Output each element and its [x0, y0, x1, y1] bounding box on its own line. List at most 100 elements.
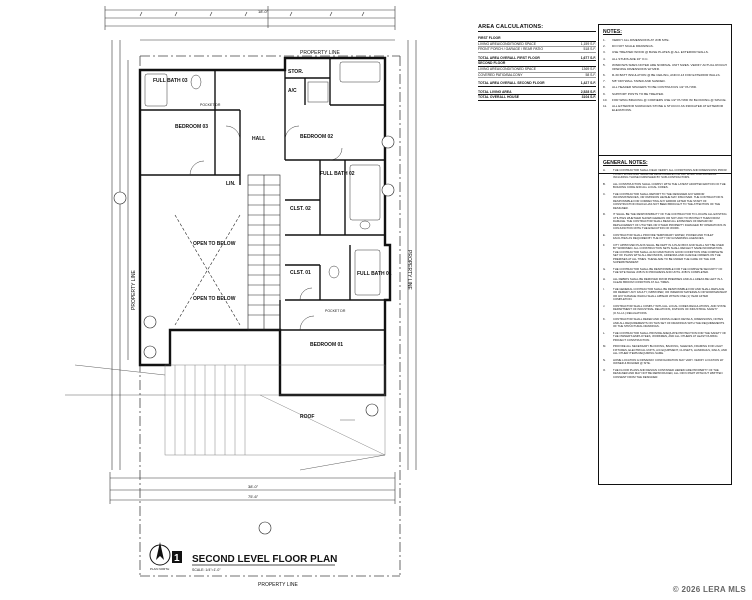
pocket-door-label-2: POCKET DR: [325, 309, 346, 313]
note-item: 6.R-30 BATT INSULATION @ BE CEILING, AND…: [603, 73, 727, 77]
area-row-value: 1,159 S.F.: [580, 41, 596, 46]
note-item: 11.ALL EXTERIOR SURFACES STONE & STUCCO …: [603, 104, 727, 112]
area-row: FIRST FLOOR: [478, 36, 596, 42]
area-row: LIVING AREA/CONDITIONED SPACE 1,159 S.F.: [478, 42, 596, 48]
room-label-open-to-below-1: OPEN TO BELOW: [193, 241, 236, 247]
area-row-label: LIVING AREA/CONDITIONED SPACE: [478, 66, 536, 71]
area-row-label: COVERED PATIO/BALCONY: [478, 72, 523, 77]
area-row: SECOND FLOOR: [478, 61, 596, 67]
note-text: THE CONTRACTOR SHALL BE RESPONSIBLE FOR …: [613, 266, 723, 274]
note-item: 7.5/8" DRYWALL TAPED AND SANDED.: [603, 79, 727, 83]
room-label-stor: STOR.: [288, 69, 304, 75]
note-item: B. ALL CONSTRUCTION SHALL COMPLY WITH THE…: [603, 181, 727, 190]
note-text: THE GENERAL CONTRACTOR SHALL BE RESPONSI…: [613, 286, 727, 301]
note-text: THE FLOOR PLANS AND DESIGN CONTAINED HER…: [613, 367, 723, 379]
note-text: SUPPORT POSTS TO BE TREATED.: [612, 91, 665, 96]
bottom-overall-dimension-2: 75'-6": [248, 494, 259, 499]
note-item: L.THE CONTRACTOR SHALL PROVIDE ADEQUATE …: [603, 330, 727, 343]
note-text: HOME LOCATION & DRIVEWAY CONFIGURATION M…: [613, 357, 724, 365]
room-label-hall: HALL: [252, 136, 265, 142]
note-item: 5.WINDOWS SIZES NOTED ARE NOMINAL UNIT S…: [603, 63, 727, 71]
note-item: E. CONTRACTOR SHALL PROVIDE TEMPORARY WAT…: [603, 232, 727, 241]
room-label-lin: LIN.: [226, 181, 236, 187]
note-number: 9.: [603, 91, 606, 96]
note-text: CITY APPROVED PLANS SHALL BE KEPT IN A P…: [613, 242, 724, 264]
note-item: I.THE GENERAL CONTRACTOR SHALL BE RESPON…: [603, 286, 727, 302]
note-number: D.: [603, 212, 606, 216]
note-number: 7.: [603, 79, 606, 84]
note-item: O.THE FLOOR PLANS AND DESIGN CONTAINED H…: [603, 367, 727, 380]
note-number: A.: [603, 168, 606, 172]
note-number: K.: [603, 317, 606, 321]
notes-panel: NOTES: 1.VERIFY ALL DIMENSIONS AT JOB SI…: [598, 24, 732, 174]
general-notes-title: GENERAL NOTES:: [603, 160, 648, 166]
area-row-label: FRONT PORCH / GARAGE / REAR PATIO: [478, 47, 543, 52]
property-line-right-label: PROPERTY LINE: [406, 250, 412, 290]
room-label-full-bath-01: FULL BATH 01: [357, 271, 392, 277]
area-row: TOTAL AREA OVERALL FIRST FLOOR 1,677 S.F.: [478, 56, 596, 62]
area-row-label: FIRST FLOOR: [478, 36, 501, 40]
note-item: 2.DO NOT SCALE DRAWINGS.: [603, 44, 727, 48]
room-label-ac: A/C: [288, 88, 297, 94]
area-row-label: TOTAL OVERALL HOUSE: [478, 95, 520, 100]
note-number: F.: [603, 242, 606, 247]
area-row-label: TOTAL AREA OVERALL FIRST FLOOR: [478, 55, 540, 60]
note-text: R-30 BATT INSULATION @ BE CEILING, AND R…: [612, 72, 721, 77]
note-text: THE CONTRACTOR SHALL REPORT TO THE DESIG…: [613, 191, 724, 210]
note-number: E.: [603, 232, 606, 237]
area-row-value: 1,677 S.F.: [580, 55, 596, 60]
note-number: M.: [603, 344, 607, 348]
note-text: CONTRACTOR SHALL PROVIDE TEMPORARY WATER…: [613, 232, 714, 240]
note-item: G. THE CONTRACTOR SHALL BE RESPONSIBLE FO…: [603, 266, 727, 275]
note-text: ALL CONSTRUCTION SHALL COMPLY WITH THE L…: [613, 181, 726, 189]
room-label-full-bath-02: FULL BATH 02: [320, 171, 355, 177]
pocket-door-label-1: POCKET DR: [200, 103, 221, 107]
note-item: A. THE CONTRACTOR SHALL FIELD VERIFY ALL …: [603, 168, 727, 180]
property-line-top-label: PROPERTY LINE: [300, 50, 340, 56]
note-number: H.: [603, 276, 606, 281]
note-item: 1.VERIFY ALL DIMENSIONS AT JOB SITE.: [603, 38, 727, 42]
north-arrow-icon: [149, 542, 171, 566]
note-item: C. THE CONTRACTOR SHALL REPORT TO THE DES…: [603, 191, 727, 211]
room-label-full-bath-03: FULL BATH 03: [153, 78, 188, 84]
note-text: IT SHALL BE THE RESPONSIBILITY OF THE CO…: [613, 212, 727, 230]
note-text: ALL DEBRIS SHALL BE REMOVED FROM PREMISE…: [613, 276, 723, 284]
sheet-number: 1: [174, 553, 180, 564]
note-item: 4. ALL STUDS ARE 16" O.C.: [603, 57, 727, 61]
note-item: N.HOME LOCATION & DRIVEWAY CONFIGURATION…: [603, 357, 727, 366]
note-number: L.: [603, 330, 606, 335]
note-text: THE CONTRACTOR SHALL FIELD VERIFY ALL CO…: [613, 168, 727, 179]
note-text: CONTRACTOR SHALL COMPLY WITH ALL LOCAL C…: [613, 303, 726, 315]
notes-title: NOTES:: [603, 29, 622, 35]
note-text: USE TREATED WOOD @ BASE PLATES @ ALL EXT…: [612, 50, 709, 55]
bottom-overall-dimension: 38'-0": [248, 484, 259, 489]
property-line-left-label: PROPERTY LINE: [131, 270, 137, 310]
property-line-bottom-label: PROPERTY LINE: [258, 582, 298, 588]
room-label-open-to-below-2: OPEN TO BELOW: [193, 296, 236, 302]
note-item: H. ALL DEBRIS SHALL BE REMOVED FROM PREMI…: [603, 276, 727, 285]
note-text: PROVIDE ALL NECESSARY BLOCKING, BACKING,…: [613, 344, 727, 355]
note-number: 11.: [603, 103, 608, 108]
area-row-label: LIVING AREA/CONDITIONED SPACE: [478, 41, 536, 46]
note-item: D. IT SHALL BE THE RESPONSIBILITY OF THE …: [603, 212, 727, 231]
note-text: ALL STUDS ARE 16" O.C.: [612, 56, 649, 61]
note-number: C.: [603, 191, 606, 196]
note-text: ALL HEADER SPACERS TO BE CONTINUOUS 1/2"…: [612, 85, 697, 90]
note-item: 8.ALL HEADER SPACERS TO BE CONTINUOUS 1/…: [603, 85, 727, 89]
note-number: G.: [603, 266, 606, 271]
note-item: F. CITY APPROVED PLANS SHALL BE KEPT IN A…: [603, 242, 727, 265]
room-label-bedroom-01: BEDROOM 01: [310, 342, 343, 348]
room-label-bedroom-02: BEDROOM 02: [300, 134, 333, 140]
room-label-roof: ROOF: [300, 414, 314, 420]
note-item: K.CONTRACTOR SHALL REFER AND CROSS-CHECK…: [603, 317, 727, 329]
area-row-label: TOTAL AREA OVERALL SECOND FLOOR: [478, 81, 545, 86]
note-text: FOR WING BRACING @ CORNERS USE 1/2" PLYW…: [612, 97, 727, 102]
note-number: 5.: [603, 62, 606, 67]
note-number: 4.: [603, 56, 606, 61]
note-number: B.: [603, 181, 606, 186]
